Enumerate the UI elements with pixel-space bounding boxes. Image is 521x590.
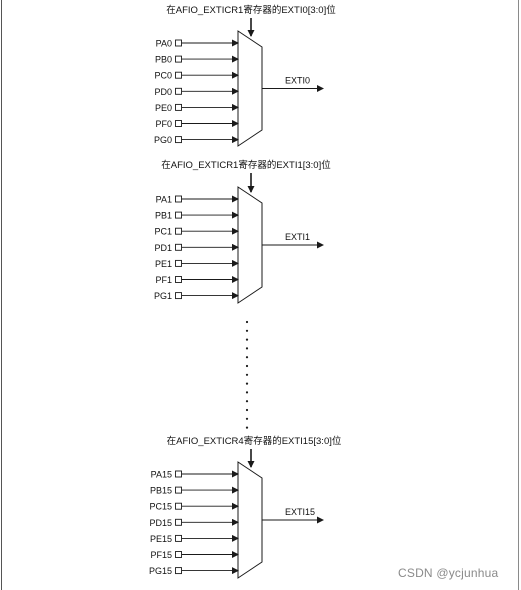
ellipsis-dot <box>245 400 249 403</box>
input-pin-square <box>175 120 182 127</box>
input-pin-label: PB0 <box>155 55 172 65</box>
input-pin-label: PG15 <box>149 566 172 576</box>
input-pin-square <box>175 534 182 542</box>
mux-group-exti15: 在AFIO_EXTICR4寄存器的EXTI15[3:0]位 PA15PB15PC1… <box>149 435 342 579</box>
select-register-label: 在AFIO_EXTICR4寄存器的EXTI15[3:0]位 <box>167 435 342 447</box>
input-pin-label: PF15 <box>150 550 172 560</box>
ellipsis-dot <box>245 408 249 412</box>
input-pin-square <box>175 502 182 510</box>
input-pin-square <box>175 551 182 558</box>
ellipsis-dot <box>245 329 249 332</box>
input-pin-square <box>175 567 182 575</box>
input-pin-square <box>175 87 182 95</box>
ellipsis-dot <box>245 417 249 420</box>
input-pin-label: PE0 <box>155 103 172 113</box>
input-pin-square <box>175 55 182 63</box>
input-pin-label: PA1 <box>156 195 172 205</box>
input-pin-square <box>175 470 182 478</box>
output-label: EXTI0 <box>285 76 310 86</box>
input-pin-square <box>175 211 182 219</box>
input-pin-label: PA0 <box>156 39 172 49</box>
input-pin-square <box>175 71 182 79</box>
ellipsis-dot <box>245 382 249 385</box>
input-pin-square <box>175 136 182 144</box>
multiplexer-shape <box>237 186 263 304</box>
ellipsis-dot <box>245 347 249 350</box>
mux-group-exti1: 在AFIO_EXTICR1寄存器的EXTI1[3:0]位 PA1PB1PC1PD1… <box>154 159 331 304</box>
input-pin-label: PC0 <box>154 71 172 81</box>
select-register-label: 在AFIO_EXTICR1寄存器的EXTI0[3:0]位 <box>166 4 336 16</box>
output-label: EXTI1 <box>285 232 310 242</box>
input-pin-label: PB1 <box>155 211 172 221</box>
right-border <box>518 0 519 590</box>
multiplexer-shape <box>237 461 263 579</box>
ellipsis-dot <box>245 373 249 376</box>
input-pin-square <box>175 227 182 235</box>
input-pin-label: PF0 <box>155 119 172 129</box>
input-pin-label: PC1 <box>154 227 172 237</box>
input-pin-label: PG1 <box>154 291 172 301</box>
select-register-label: 在AFIO_EXTICR1寄存器的EXTI1[3:0]位 <box>161 159 331 171</box>
input-pin-label: PC15 <box>149 502 172 512</box>
csdn-watermark: CSDN @ycjunhua <box>398 566 499 580</box>
input-pin-label: PD0 <box>154 87 172 97</box>
input-pin-label: PB15 <box>150 486 172 496</box>
input-pin-label: PD1 <box>154 243 172 253</box>
input-pin-label: PA15 <box>151 470 172 480</box>
mux-group-exti0: 在AFIO_EXTICR1寄存器的EXTI0[3:0]位 PA0PB0PC0PD0… <box>154 4 336 147</box>
input-pin-square <box>175 518 182 526</box>
input-pin-square <box>175 39 182 47</box>
ellipsis-dot <box>245 426 249 429</box>
input-pin-label: PG0 <box>154 135 172 145</box>
multiplexer-shape <box>237 30 263 147</box>
ellipsis-dot <box>245 338 249 341</box>
output-label: EXTI15 <box>285 507 315 517</box>
input-pin-label: PD15 <box>149 518 172 528</box>
ellipsis-dot <box>245 391 249 394</box>
input-pin-square <box>175 292 182 300</box>
input-pin-label: PE15 <box>150 534 172 544</box>
input-pin-square <box>175 276 182 283</box>
input-pin-label: PF1 <box>155 275 172 285</box>
input-pin-label: PE1 <box>155 259 172 269</box>
input-pin-square <box>175 486 182 494</box>
ellipsis-dot <box>245 320 249 324</box>
left-border <box>1 0 2 590</box>
ellipsis-dot <box>245 364 249 368</box>
input-pin-square <box>175 195 182 203</box>
vertical-ellipsis <box>245 320 249 429</box>
input-pin-square <box>175 103 182 111</box>
ellipsis-dot <box>245 356 249 359</box>
input-pin-square <box>175 243 182 251</box>
input-pin-square <box>175 259 182 267</box>
